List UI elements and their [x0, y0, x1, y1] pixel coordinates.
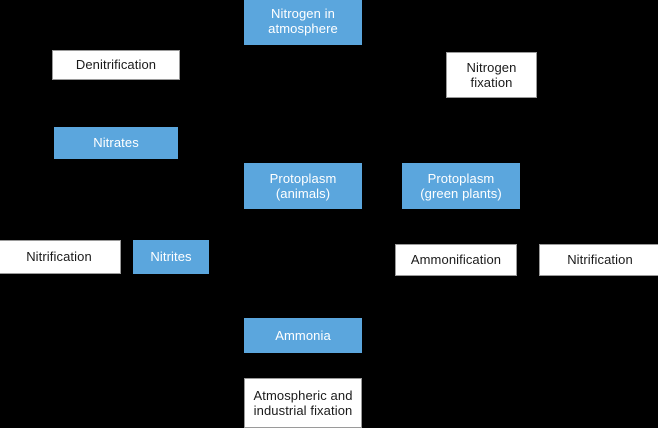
node-nitrites[interactable]: Nitrites [133, 240, 209, 274]
node-nitrogen-in-atmosphere[interactable]: Nitrogen in atmosphere [244, 0, 362, 45]
node-nitrification-right[interactable]: Nitrification [539, 244, 658, 276]
node-ammonia[interactable]: Ammonia [244, 318, 362, 353]
node-protoplasm-animals[interactable]: Protoplasm (animals) [244, 163, 362, 209]
node-nitrification-left[interactable]: Nitrification [0, 240, 121, 274]
node-atmospheric-and-industrial-fixation[interactable]: Atmospheric and industrial fixation [244, 378, 362, 428]
node-ammonification[interactable]: Ammonification [395, 244, 517, 276]
node-denitrification[interactable]: Denitrification [52, 50, 180, 80]
node-nitrogen-fixation[interactable]: Nitrogen fixation [446, 52, 537, 98]
node-protoplasm-green-plants[interactable]: Protoplasm (green plants) [402, 163, 520, 209]
node-nitrates[interactable]: Nitrates [54, 127, 178, 159]
